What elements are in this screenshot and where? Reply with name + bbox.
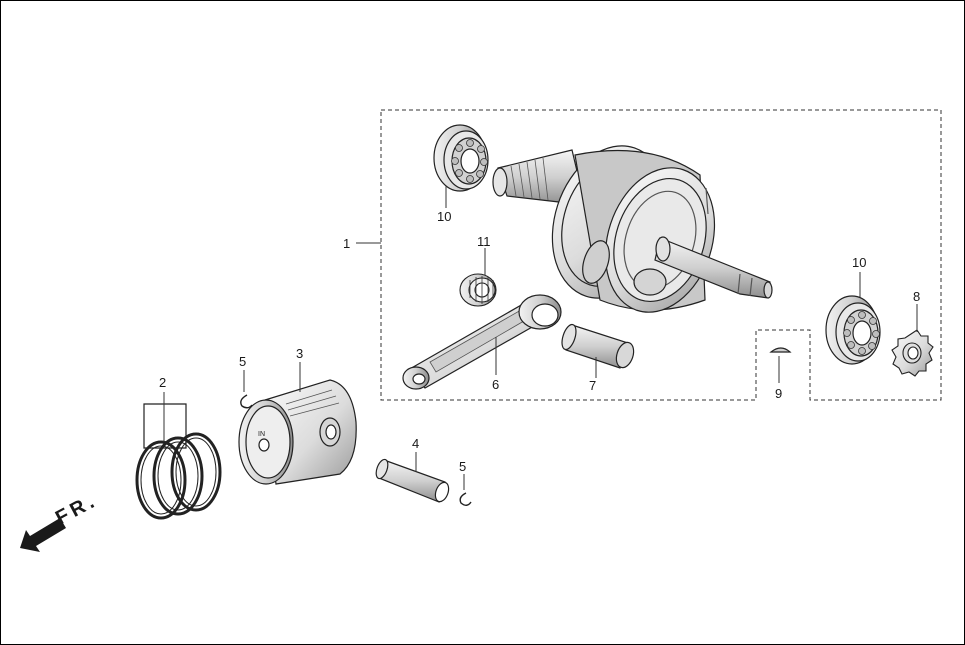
arrow-left-icon xyxy=(20,518,66,552)
woodruff-key xyxy=(769,347,792,353)
callout-9: 9 xyxy=(775,386,782,401)
needle-bearing xyxy=(459,273,497,307)
piston-rings xyxy=(135,403,222,520)
callout-3: 3 xyxy=(296,346,303,361)
callout-2: 2 xyxy=(159,375,166,390)
crank-pin xyxy=(561,323,635,369)
callout-4: 4 xyxy=(412,436,419,451)
front-direction-label: FR. xyxy=(52,489,101,529)
callout-6: 6 xyxy=(492,377,499,392)
pin-clip-lower xyxy=(459,492,472,506)
piston-marking: IN xyxy=(258,431,265,438)
callout-10-right: 10 xyxy=(852,255,866,270)
piston-pin xyxy=(375,458,450,503)
callout-8: 8 xyxy=(913,289,920,304)
crankshaft xyxy=(492,145,773,313)
callout-7: 7 xyxy=(589,378,596,393)
bearing-left xyxy=(433,124,489,192)
callout-1: 1 xyxy=(343,236,350,251)
drive-sprocket xyxy=(891,329,934,377)
callout-5-upper: 5 xyxy=(239,354,246,369)
pin-clip-upper xyxy=(240,394,253,409)
connecting-rod xyxy=(402,294,562,390)
callout-11: 11 xyxy=(477,234,491,249)
assembly-boundary xyxy=(380,109,942,401)
piston: IN xyxy=(238,379,357,485)
bearing-right xyxy=(825,295,881,365)
callout-5-lower: 5 xyxy=(459,459,466,474)
callout-10-left: 10 xyxy=(437,209,451,224)
front-direction-arrow: FR. xyxy=(20,489,101,552)
